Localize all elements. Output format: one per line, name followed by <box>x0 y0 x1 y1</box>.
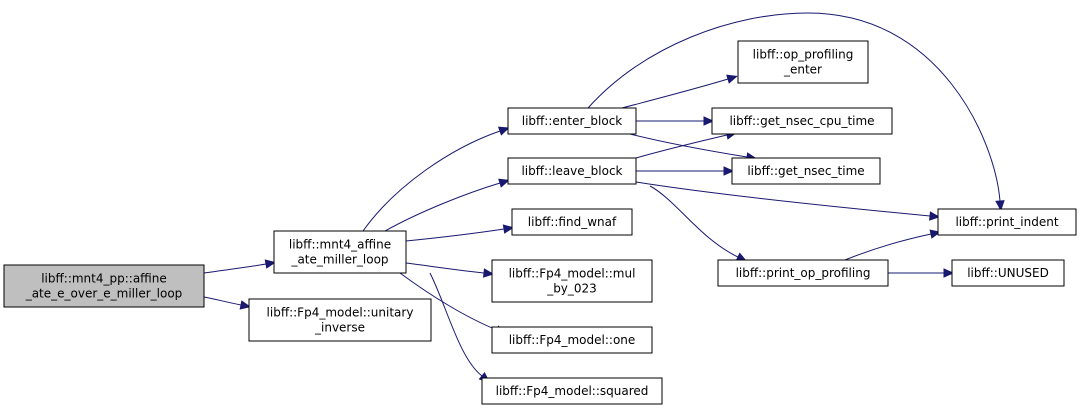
node-label-line: libff::Fp4_model::one <box>509 333 636 347</box>
call-edge-enter_block-to-op_profiling_enter <box>621 74 738 109</box>
node-op-profiling-enter[interactable]: libff::op_profiling_enter <box>737 40 869 84</box>
node-box <box>507 107 637 135</box>
arrowhead <box>723 166 735 176</box>
node-label-line: _by_023 <box>546 282 597 296</box>
arrowhead <box>497 126 510 136</box>
arrowhead <box>239 300 252 310</box>
node-leave-block[interactable]: libff::leave_block <box>507 157 637 185</box>
node-label-line: libff::get_nsec_time <box>747 164 864 178</box>
node-box <box>711 107 893 135</box>
node-label-line: libff::Fp4_model::unitary <box>267 306 414 320</box>
arrowhead <box>482 268 495 278</box>
edge-line <box>429 272 483 377</box>
node-label-line: libff::Fp4_model::mul <box>509 267 636 281</box>
node-miller-loop[interactable]: libff::mnt4_affine_ate_miller_loop <box>273 230 407 274</box>
node-label-line: libff::get_nsec_cpu_time <box>729 114 874 128</box>
arrowhead <box>703 116 715 126</box>
node-print-indent[interactable]: libff::print_indent <box>937 208 1077 236</box>
node-box <box>273 230 407 274</box>
edge-line <box>399 272 498 331</box>
edge-line <box>635 181 931 217</box>
call-edge-leave_block-to-get_nsec_time <box>635 166 735 176</box>
node-box <box>248 298 432 342</box>
edge-line <box>203 296 242 306</box>
call-edge-miller_loop-to-leave_block <box>384 178 510 232</box>
edge-line <box>629 133 748 158</box>
node-label-line: libff::op_profiling <box>753 48 854 62</box>
call-edge-miller_loop-to-mul_by_023 <box>405 262 495 278</box>
node-label-line: _ate_miller_loop <box>290 253 388 267</box>
call-edge-root-to-miller_loop <box>203 259 277 274</box>
node-get-nsec-time[interactable]: libff::get_nsec_time <box>731 157 881 185</box>
edge-line <box>635 134 728 159</box>
arrowhead <box>995 200 1005 212</box>
edge-line <box>844 233 932 261</box>
node-label-line: libff::leave_block <box>521 164 622 178</box>
call-edge-miller_loop-to-find_wnaf <box>405 224 515 242</box>
call-edge-miller_loop-to-enter_block <box>362 126 510 232</box>
edge-line <box>362 130 501 232</box>
node-enter-block[interactable]: libff::enter_block <box>507 107 637 135</box>
edge-line <box>621 78 729 109</box>
arrowhead <box>929 229 941 239</box>
edge-line <box>649 185 739 258</box>
call-edge-print_op_profiling-to-unused <box>888 268 955 278</box>
arrowhead <box>498 178 510 188</box>
arrowhead <box>264 259 277 269</box>
arrowhead <box>502 224 515 234</box>
edge-line <box>203 263 267 274</box>
node-box <box>731 157 881 185</box>
node-label-line: libff::UNUSED <box>967 266 1049 280</box>
node-box <box>717 259 889 287</box>
call-edge-print_op_profiling-to-print_indent <box>844 229 941 261</box>
node-box <box>481 377 663 405</box>
node-get-nsec-cpu-time[interactable]: libff::get_nsec_cpu_time <box>711 107 893 135</box>
edge-line <box>405 228 505 242</box>
node-box <box>507 157 637 185</box>
node-label-line: libff::enter_block <box>522 114 623 128</box>
edge-line <box>405 262 485 274</box>
node-box <box>937 208 1077 236</box>
edge-line <box>384 182 501 232</box>
node-label-line: libff::print_indent <box>955 215 1058 229</box>
node-box <box>491 259 653 303</box>
call-edge-enter_block-to-get_nsec_time <box>629 133 758 162</box>
node-box <box>491 326 653 354</box>
call-edge-enter_block-to-get_nsec_cpu_time <box>635 116 715 126</box>
node-label-line: _enter <box>783 63 822 77</box>
call-nodes: libff::mnt4_pp::affine_ate_e_over_e_mill… <box>3 40 1077 405</box>
node-label-line: libff::Fp4_model::squared <box>496 384 649 398</box>
node-label-line: libff::find_wnaf <box>528 215 617 229</box>
node-box <box>3 264 205 308</box>
call-edge-enter_block-to-print_indent <box>587 12 1005 212</box>
node-mul-by-023[interactable]: libff::Fp4_model::mul_by_023 <box>491 259 653 303</box>
node-label-line: libff::mnt4_affine <box>289 238 391 252</box>
node-squared[interactable]: libff::Fp4_model::squared <box>481 377 663 405</box>
call-edge-root-to-unitary_inverse <box>203 296 252 310</box>
node-box <box>951 259 1065 287</box>
node-label-line: libff::print_op_profiling <box>736 266 871 280</box>
call-edge-leave_block-to-print_op_profiling <box>649 185 748 262</box>
node-one[interactable]: libff::Fp4_model::one <box>491 326 653 354</box>
node-label-line: _ate_e_over_e_miller_loop <box>25 287 183 301</box>
node-root: libff::mnt4_pp::affine_ate_e_over_e_mill… <box>3 264 205 308</box>
arrowhead <box>943 268 955 278</box>
arrowhead <box>929 211 941 221</box>
node-box <box>511 208 633 236</box>
node-print-op-profiling[interactable]: libff::print_op_profiling <box>717 259 889 287</box>
node-label-line: libff::mnt4_pp::affine <box>41 272 167 286</box>
call-edge-leave_block-to-get_nsec_cpu_time <box>635 130 737 159</box>
node-label-line: _inverse <box>314 321 365 335</box>
node-box <box>737 40 869 84</box>
node-find-wnaf[interactable]: libff::find_wnaf <box>511 208 633 236</box>
edge-line <box>587 12 1001 202</box>
call-edge-miller_loop-to-squared <box>429 272 490 383</box>
arrowhead <box>726 74 738 84</box>
node-unused[interactable]: libff::UNUSED <box>951 259 1065 287</box>
node-unitary-inverse[interactable]: libff::Fp4_model::unitary_inverse <box>248 298 432 342</box>
call-edge-leave_block-to-print_indent <box>635 181 941 221</box>
